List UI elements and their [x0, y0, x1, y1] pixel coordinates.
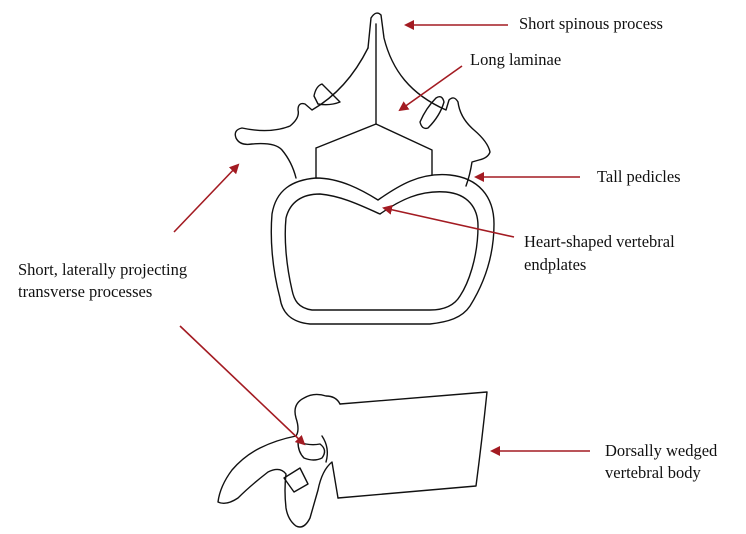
lateral-articular-notch	[298, 442, 325, 460]
arrow-transverse-lateral	[180, 326, 304, 444]
label-tall-pedicles: Tall pedicles	[597, 166, 681, 188]
posterior-arch-left	[235, 48, 368, 178]
vertebral-body-inner	[285, 192, 478, 310]
vertebral-canal	[316, 124, 432, 178]
label-body-line1: Dorsally wedged	[605, 440, 717, 462]
label-body-line2: vertebral body	[605, 462, 701, 484]
label-transverse-line2: transverse processes	[18, 281, 152, 303]
lateral-facet	[284, 468, 308, 492]
label-endplates-line2: endplates	[524, 254, 586, 276]
label-endplates-line1: Heart-shaped vertebral	[524, 231, 675, 253]
vertebra-superior-view	[235, 13, 494, 324]
label-long-laminae: Long laminae	[470, 49, 561, 71]
label-transverse-line1: Short, laterally projecting	[18, 259, 187, 281]
vertebra-lateral-view	[218, 392, 487, 527]
right-articular-process	[420, 97, 444, 129]
label-spinous-process: Short spinous process	[519, 13, 663, 35]
lateral-body-outline	[338, 392, 487, 498]
left-articular-process	[314, 84, 340, 105]
lateral-posterior-elements	[218, 394, 340, 527]
posterior-arch-outline	[368, 13, 490, 186]
arrow-transverse	[174, 165, 238, 232]
